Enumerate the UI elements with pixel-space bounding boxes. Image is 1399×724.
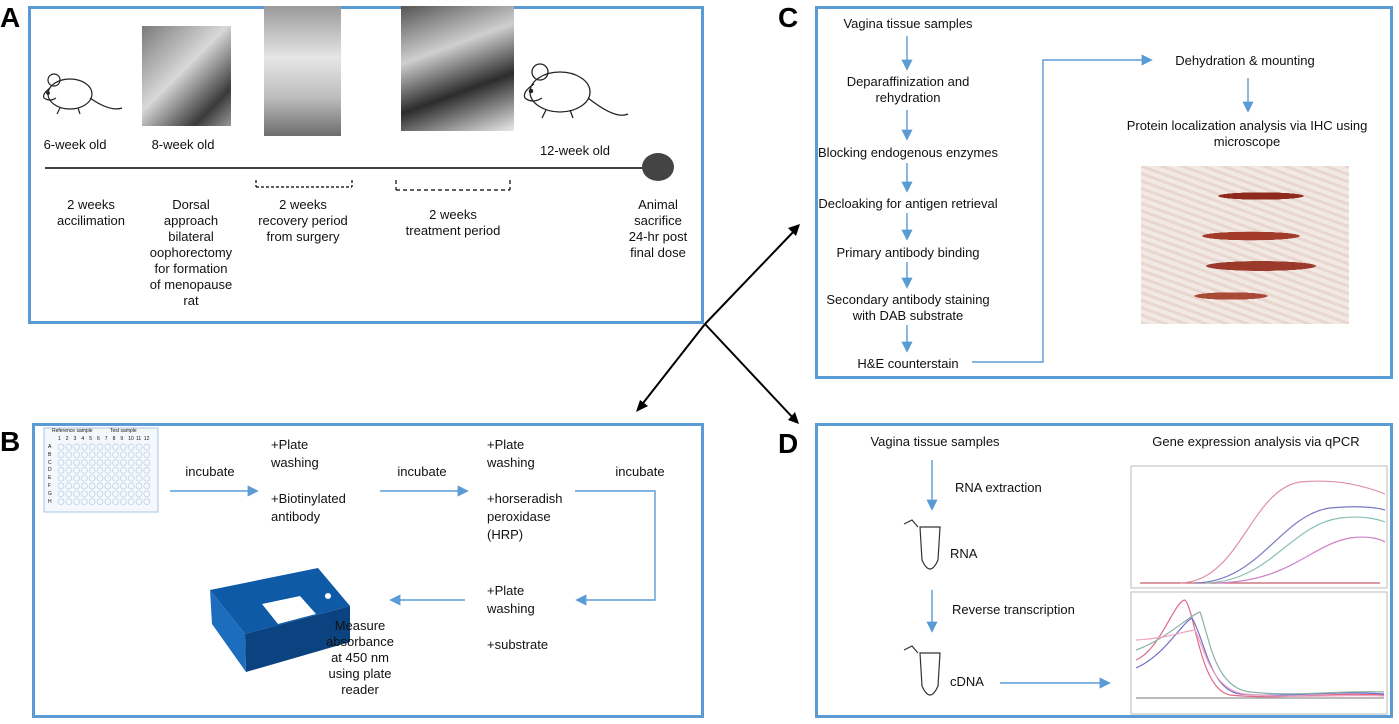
rna-label: RNA [950,546,978,561]
plate-column-label: 8 [112,436,116,442]
panel-label-d: D [778,428,799,459]
reverse-transcription-label: Reverse transcription [952,602,1075,617]
ihc-analysis-step: Protein localization analysis via IHC us… [1126,118,1368,149]
plate-column-label: 1 [58,436,61,442]
treatment-photo [401,6,514,131]
panel-d-frame [815,423,1393,718]
qpcr-analysis-label: Gene expression analysis via qPCR [1152,434,1360,449]
plate-column-label: 4 [81,436,85,442]
plate-header-reference: Reference sample [52,428,93,434]
elisa-step-2: +Plate washing +horseradish peroxidase (… [487,437,563,542]
plate-row-label: D [48,467,52,474]
plate-row-label: H [48,498,52,505]
ihc-step: Decloaking for antigen retrieval [818,196,998,211]
plate-row-label: B [48,451,52,458]
age-8-label: 8-week old [151,137,215,152]
elisa-step-3: +Plate washing +substrate [487,583,549,652]
panel-label-c: C [778,2,799,33]
panel-label-a: A [0,2,21,33]
timeline-sacrifice: Animal sacrifice 24-hr post final dose [628,197,688,260]
plate-column-label: 2 [65,436,69,442]
plate-row-label: A [48,444,52,450]
elisa-step-1: +Plate washing +Biotinylated antibody [271,437,346,524]
ihc-step: Blocking endogenous enzymes [818,145,998,160]
plate-column-label: 6 [97,436,100,442]
ihc-step: Secondary antibody staining with DAB sub… [826,292,990,323]
plate-column-label: 12 [143,436,150,442]
plate-column-label: 3 [73,436,77,442]
plate-column-label: 9 [120,436,124,442]
rna-extraction-label: RNA extraction [955,480,1042,495]
plate-header-test: Test sample [110,428,137,434]
timeline-surgery: Dorsal approach bilateral oophorectomy f… [149,197,233,308]
incubate-label: incubate [185,464,235,479]
plate-row-label: C [48,459,52,466]
ihc-step: Primary antibody binding [836,245,980,260]
age-12-label: 12-week old [539,143,611,158]
age-6-label: 6-week old [43,137,107,152]
dehydration-step: Dehydration & mounting [1175,53,1315,68]
measure-label: Measure absorbance at 450 nm using plate… [326,618,394,697]
plate-column-label: 7 [104,436,108,442]
incubate-label: incubate [615,464,665,479]
ihc-step: Deparaffinization and rehydration [846,74,970,105]
cdna-label: cDNA [950,674,984,689]
qpcr-samples-label: Vagina tissue samples [870,434,1000,449]
plate-column-label: 11 [136,436,142,442]
panel-a-frame [28,6,704,324]
plate-row-label: F [48,483,52,489]
recovery-photo [264,6,341,136]
microscopy-image [1141,166,1349,324]
timeline-treatment: 2 weeks treatment period [405,207,501,238]
timeline-acclimation: 2 weeks accilimation [57,197,125,228]
panel-label-b: B [0,426,21,457]
surgery-photo [142,26,231,126]
timeline-recovery: 2 weeks recovery period from surgery [258,197,348,244]
plate-row-label: G [48,490,52,497]
plate-row-label: E [48,475,52,482]
plate-column-label: 10 [128,436,134,442]
ihc-step: H&E counterstain [857,356,959,371]
incubate-label: incubate [397,464,447,479]
ihc-step: Vagina tissue samples [843,16,973,31]
plate-column-label: 5 [89,436,92,442]
